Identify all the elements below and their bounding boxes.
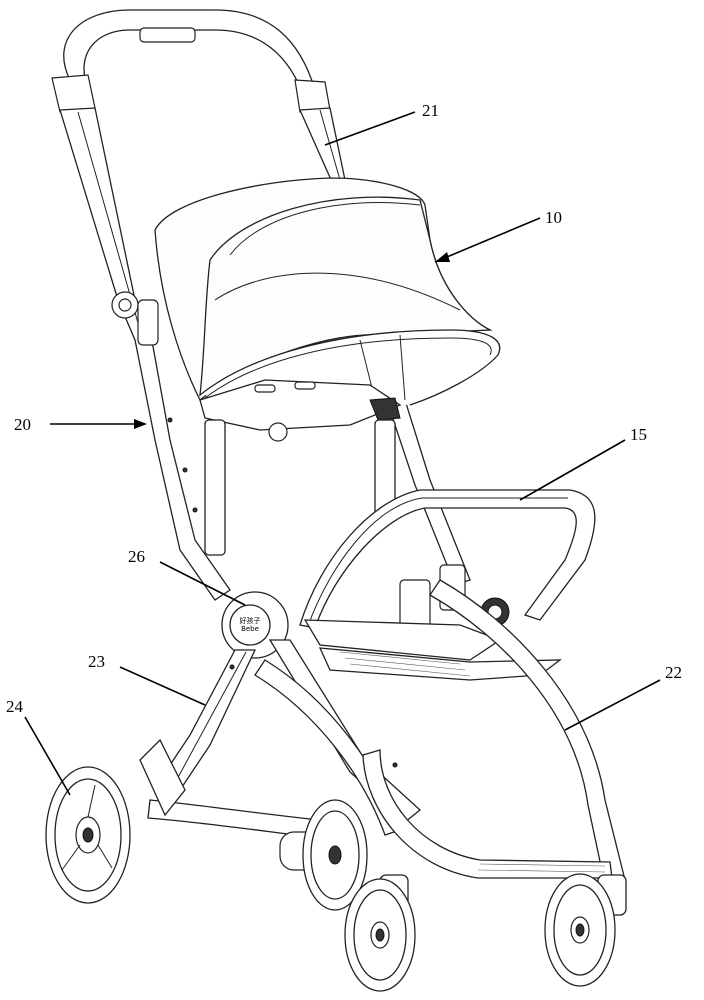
footrest [303,564,563,681]
reference-label-23: 23 [88,652,206,706]
reference-label-20: 20 [14,415,147,434]
push-handle [51,9,331,113]
front-wheel-left [344,874,416,992]
label-24-text: 24 [6,697,24,716]
label-22-text: 22 [665,663,682,682]
reference-label-24: 24 [6,697,71,796]
reference-label-10: 10 [434,208,562,263]
label-20-text: 20 [14,415,31,434]
canopy [154,177,501,406]
reference-label-22: 22 [564,663,682,731]
right-frame-tube [299,107,471,641]
front-wheel-right [544,873,627,987]
label-23-text: 23 [88,652,105,671]
label-10-text: 10 [545,208,562,227]
reference-label-26: 26 [128,547,246,606]
label-21-text: 21 [422,101,439,120]
rear-wheel-left [45,766,131,904]
reference-label-21: 21 [324,101,439,146]
rear-axle-bar [139,738,321,871]
label-26-text: 26 [128,547,145,566]
label-15-text: 15 [630,425,647,444]
seat-bracket [199,379,402,556]
reference-label-15: 15 [519,425,647,501]
rear-wheel-right [302,799,368,911]
bumper-bar [299,489,596,629]
left-frame-tube [59,107,231,601]
hub-logo-line: Bebe [241,625,259,633]
hub-logo-line: 好孩子 [240,616,261,625]
